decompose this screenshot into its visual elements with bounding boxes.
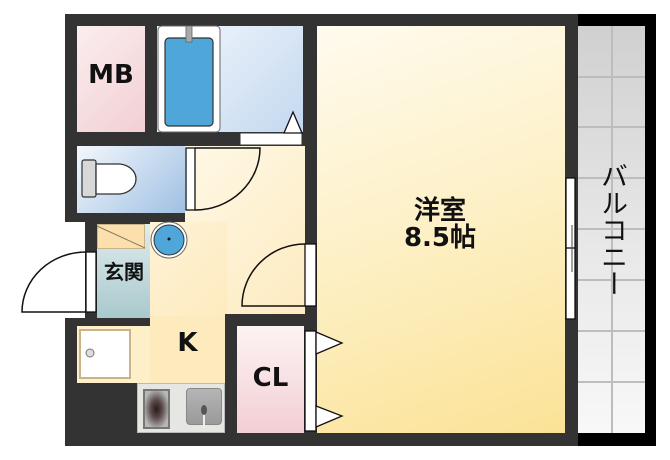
balcony-label: バルコニー bbox=[596, 162, 627, 297]
kitchen-floor-mid bbox=[150, 316, 227, 384]
kitchen-label: K bbox=[177, 328, 198, 358]
mb-label: MB bbox=[88, 60, 134, 90]
western-room-label: 洋室 8.5帖 bbox=[380, 196, 500, 254]
entrance-label: 玄関 bbox=[104, 260, 144, 284]
entrance-notch bbox=[20, 222, 97, 318]
western-room bbox=[317, 26, 565, 433]
closet-label: CL bbox=[252, 363, 289, 393]
mb-room bbox=[77, 26, 145, 132]
western-room-size: 8.5帖 bbox=[403, 223, 477, 254]
stove-icon bbox=[143, 389, 170, 429]
closet bbox=[237, 326, 304, 433]
western-room-name: 洋室 bbox=[413, 196, 466, 226]
